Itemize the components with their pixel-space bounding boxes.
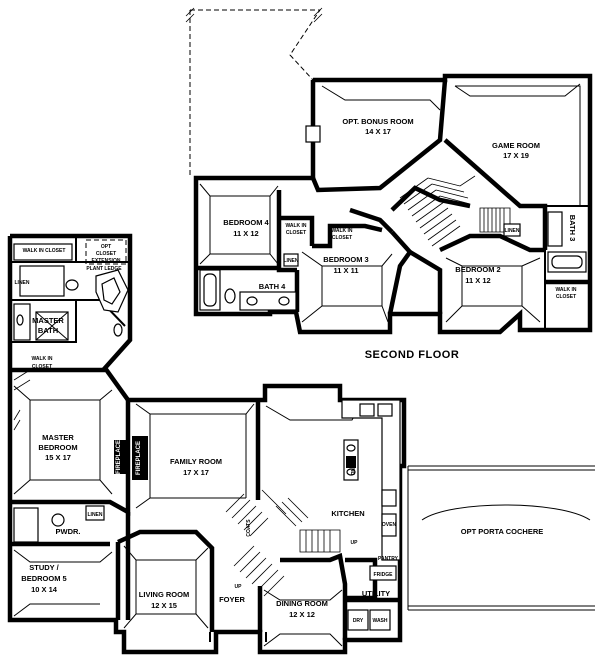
attic-outline [185,7,323,178]
island-label: ISLAND [349,457,355,476]
master-bedroom-name-2: BEDROOM [38,443,77,452]
linen-closet-left [283,253,299,267]
dining-room-name: DINING ROOM [276,599,328,608]
pantry-label: PANTRY [378,556,399,562]
pwdr-label: PWDR. [56,527,81,536]
living-room-name: LIVING ROOM [139,590,189,599]
bath-4-fixtures [199,269,297,311]
opt-closet-line-3: EXTENSION [92,258,121,264]
bedroom-4-name: BEDROOM 4 [223,218,269,227]
opt-closet-line-2: CLOSET [96,251,116,257]
up-label-foyer: UP [235,584,243,590]
coats-label: COATS [246,519,252,537]
chimney-block [305,125,321,143]
master-bath-fixtures [13,265,129,341]
dining-room-size: 12 X 12 [289,610,315,619]
open-below-label: OPEN TO FAMILY BELOW [391,138,443,181]
plant-ledge-label: PLANT LEDGE [86,266,122,272]
utility-fixtures: FRIDGE DRY WASH [347,565,397,631]
foyer-label: FOYER [219,595,245,604]
kitchen-fixtures: ISLAND OVEN [341,399,401,561]
master-bath-name-1: MASTER [32,316,64,325]
oven-label: OVEN [382,522,397,528]
second-floor-title: SECOND FLOOR [365,349,460,361]
game-room-size: 17 X 19 [503,151,529,160]
linen-right-label: LINEN [505,228,520,234]
second-floor: OPT. BONUS ROOM 14 X 17 GAME ROOM 17 X 1… [185,7,593,361]
up-label-kitchen: UP [351,540,359,546]
master-bath-name-2: BATH [38,326,58,335]
bath-3-fixtures [547,211,587,273]
wic-right-line-2: CLOSET [556,294,576,300]
bedroom-3-name: BEDROOM 3 [323,255,368,264]
fireplace-left-label: FIREPLACE [116,440,122,474]
master-bedroom-size: 15 X 17 [45,453,71,462]
linen-master-label: LINEN [15,280,30,286]
porte-cochere-label: OPT PORTA COCHERE [461,527,544,536]
frig-label: FRIDGE [374,572,394,578]
wic-left-line-1: WALK IN [285,223,306,229]
second-floor-interior-walls [196,79,590,330]
second-floor-ceiling-lines [199,83,581,323]
linen-pwdr-label: LINEN [88,512,103,518]
wic-right-line-1: WALK IN [555,287,576,293]
dry-label: DRY [353,618,364,624]
wic-master-line-1: WALK IN [31,356,52,362]
utility-label: UTILITY [362,589,390,598]
porte-cochere-outline [407,465,595,611]
master-bedroom-name-1: MASTER [42,433,74,442]
bath-4-label: BATH 4 [259,282,286,291]
wic-mid-line-2: CLOSET [332,235,352,241]
powder-room-fixtures [13,505,105,543]
bedroom-3-size: 11 X 11 [333,266,358,275]
living-room-size: 12 X 15 [151,601,177,610]
opt-closet-line-1: OPT [101,244,111,250]
bonus-room-size: 14 X 17 [365,127,391,136]
first-floor-interior-walls [10,236,400,640]
first-floor: FIREPLACE FIREPLACE ISLAND OVEN [7,233,595,655]
study-name-2: BEDROOM 5 [21,574,66,583]
fireplaces: FIREPLACE FIREPLACE [114,436,148,480]
first-floor-labels: MASTER BEDROOM 15 X 17 FAMILY ROOM 17 X … [15,244,544,619]
second-floor-walls [193,73,593,335]
bath-3-label: BATH 3 [568,215,577,242]
front-entry [209,632,267,642]
bonus-room-name: OPT. BONUS ROOM [342,117,413,126]
study-size: 10 X 14 [31,585,58,594]
study-name-1: STUDY / [29,563,59,572]
kitchen-label: KITCHEN [331,509,364,518]
family-room-size: 17 X 17 [183,468,209,477]
fireplace-right-label: FIREPLACE [136,441,142,475]
wic-master-line-2: CLOSET [32,364,52,370]
family-room-name: FAMILY ROOM [170,457,222,466]
wic-mid-line-1: WALK IN [331,228,352,234]
bedroom-2-size: 11 X 12 [465,276,490,285]
bedroom-2-name: BEDROOM 2 [455,265,500,274]
linen-closet-right [503,223,521,237]
second-floor-stairs [399,175,511,247]
wash-label: WASH [373,618,388,624]
wic-left-line-2: CLOSET [286,230,306,236]
master-closets [13,239,127,431]
bedroom-4-size: 11 X 12 [233,229,258,238]
first-floor-stairs [225,489,341,597]
game-room-name: GAME ROOM [492,141,540,150]
walk-in-closet-label: WALK IN CLOSET [23,248,66,254]
linen-left-label: LINEN [284,258,299,264]
